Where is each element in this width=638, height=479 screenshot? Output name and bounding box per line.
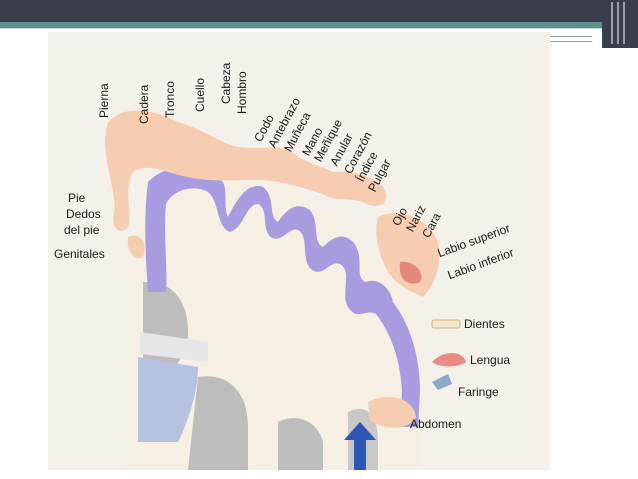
label-hombro: Hombro xyxy=(235,71,249,114)
label-cadera: Cadera xyxy=(137,84,151,124)
homunculus-illustration xyxy=(105,110,466,470)
label-dientes: Dientes xyxy=(464,317,505,331)
label-pierna: Pierna xyxy=(97,83,111,118)
header-accent xyxy=(0,22,638,28)
label-genitales: Genitales xyxy=(54,247,105,261)
label-abdomen: Abdomen xyxy=(410,417,462,431)
header-divider xyxy=(0,28,638,29)
label-dedos: Dedos xyxy=(66,207,101,221)
label-tronco: Tronco xyxy=(163,81,177,118)
homunculus-figure: Pierna Cadera Tronco Cuello Cabeza Hombr… xyxy=(48,32,550,470)
label-del-pie: del pie xyxy=(64,223,100,237)
corner-ornament xyxy=(602,0,638,48)
label-faringe: Faringe xyxy=(458,385,499,399)
label-lengua: Lengua xyxy=(470,353,511,367)
label-cabeza: Cabeza xyxy=(219,62,233,104)
label-pie: Pie xyxy=(68,191,86,205)
header-bar xyxy=(0,0,638,22)
label-cuello: Cuello xyxy=(193,77,207,112)
header-rule xyxy=(548,36,592,42)
